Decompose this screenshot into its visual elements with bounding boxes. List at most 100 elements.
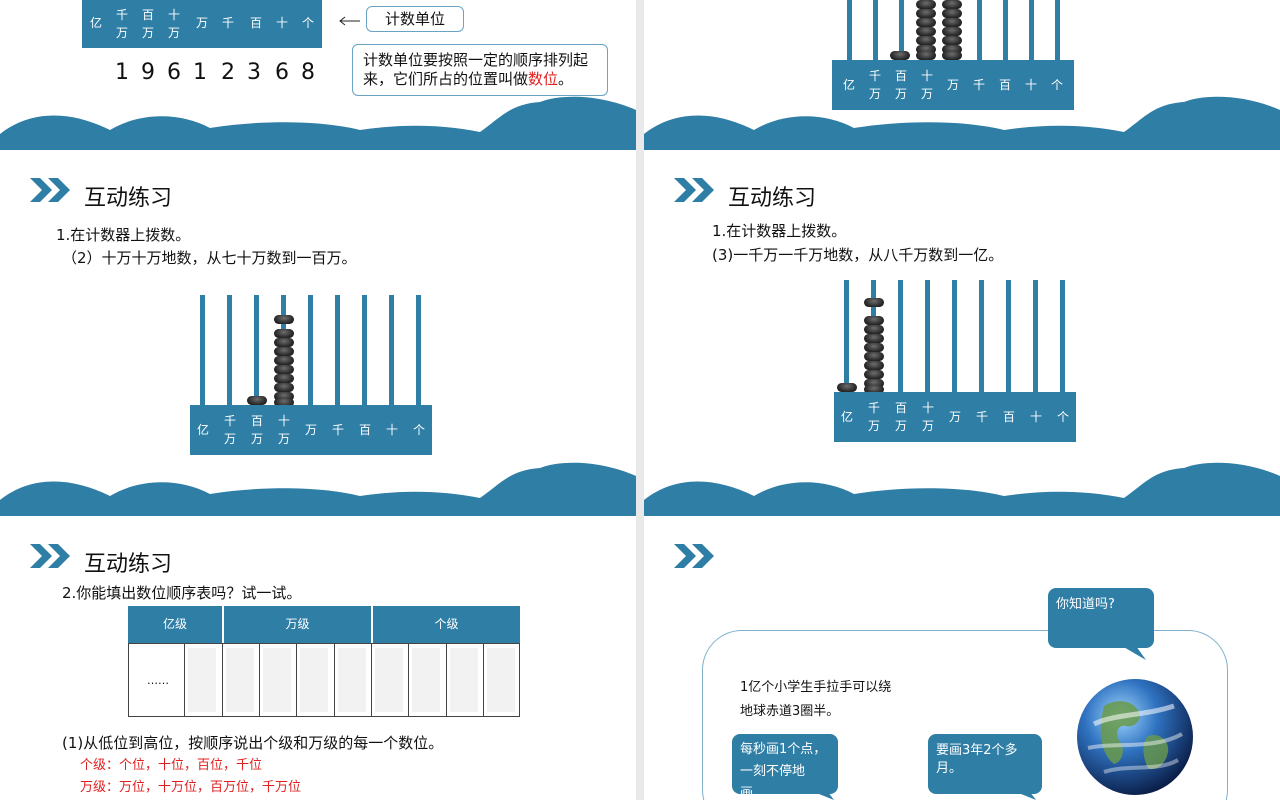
highlight-text: 数位	[528, 70, 559, 88]
abacus-bead	[916, 36, 936, 45]
abacus-bead	[837, 383, 857, 392]
abacus-base	[832, 60, 1074, 110]
place-label: 亿	[840, 410, 853, 424]
divider	[296, 644, 297, 716]
abacus-rod	[979, 280, 984, 394]
divider	[222, 644, 223, 716]
answer-line: 万级：万位，十万位，百万位，千万位	[80, 780, 302, 795]
slide-6[interactable]: 你知道吗? 1亿个小学生手拉手可以绕 地球赤道3圈半。 每秒画1个点， 一刻不停…	[644, 516, 1280, 800]
divider	[483, 644, 484, 716]
abacus-bead	[890, 51, 910, 60]
abacus-rod	[389, 295, 394, 407]
divider	[371, 644, 372, 716]
left-bubble: 每秒画1个点， 一刻不停地画。	[732, 734, 838, 800]
abacus-rod	[1060, 280, 1065, 394]
place-label: 千	[972, 78, 985, 92]
arrow-icon	[338, 12, 360, 26]
digit: 2	[221, 60, 235, 85]
abacus-bead	[274, 338, 294, 347]
table-cell[interactable]	[300, 648, 328, 712]
exercise-line: （2）十万十万地数，从七十万数到一百万。	[62, 249, 357, 267]
table-cell[interactable]	[412, 648, 440, 712]
slide-3[interactable]: 互动练习 1.在计数器上拨数。 （2）十万十万地数，从七十万数到一百万。 亿 千…	[0, 150, 636, 516]
slide-4[interactable]: 互动练习 1.在计数器上拨数。 (3)一千万一千万地数，从八千万数到一亿。 亿 …	[644, 150, 1280, 516]
abacus-bead	[274, 374, 294, 383]
place-label: 百	[358, 423, 371, 437]
place-label: 亿	[842, 78, 855, 92]
abacus-bead	[274, 383, 294, 392]
abacus-rod	[847, 0, 852, 62]
divider	[334, 644, 335, 716]
place-label: 十 万	[167, 8, 180, 40]
slide-1[interactable]: 亿 千 万 百 万 十 万 万 千 百 十 个 1 9 6 1 2 3 6 8 …	[0, 0, 636, 150]
place-label: 千 万	[867, 401, 880, 433]
place-value-table: 亿级 万级 个级 ……	[128, 606, 520, 717]
question-line: (1)从低位到高位，按顺序说出个级和万级的每一个数位。	[62, 734, 444, 752]
table-cell[interactable]	[450, 648, 478, 712]
place-label: 万	[304, 423, 317, 437]
place-label: 十 万	[921, 401, 934, 433]
place-label: 千 万	[223, 414, 236, 446]
abacus-rod	[1003, 0, 1008, 62]
abacus-rod	[977, 0, 982, 62]
slide-2[interactable]: 亿 千 万 百 万 十 万 万 千 百 十 个	[644, 0, 1280, 150]
abacus-bead	[916, 45, 936, 54]
divider	[408, 644, 409, 716]
slide-title: 互动练习	[84, 552, 173, 577]
abacus-rod	[844, 280, 849, 394]
place-label: 个	[1056, 410, 1069, 424]
abacus-rod	[362, 295, 367, 407]
digit: 3	[247, 60, 261, 85]
answer-line: 个级：个位，十位，百位，千位	[80, 758, 263, 773]
slide-5[interactable]: 互动练习 2.你能填出数位顺序表吗？试一试。 亿级 万级 个级 ……	[0, 516, 636, 800]
place-label: 亿	[89, 16, 102, 30]
cloud-decoration	[0, 462, 636, 516]
place-label: 百 万	[250, 414, 263, 446]
place-label: 万	[948, 410, 961, 424]
abacus-base	[82, 0, 322, 48]
abacus-bead	[274, 315, 294, 324]
abacus-rod	[227, 295, 232, 407]
table-cell[interactable]	[226, 648, 254, 712]
bubble-tail	[1122, 646, 1146, 660]
place-label: 十	[1024, 78, 1037, 92]
abacus-bead	[274, 392, 294, 401]
table-header-yi: 亿级	[128, 606, 222, 643]
place-label: 个	[1050, 78, 1063, 92]
divider	[184, 644, 185, 716]
table-body: ……	[128, 643, 520, 717]
table-cell[interactable]	[338, 648, 366, 712]
abacus-rod	[898, 280, 903, 394]
abacus-bead	[864, 316, 884, 325]
abacus-counter: 亿 千 万 百 万 十 万 万 千 百 十 个	[834, 280, 1076, 442]
did-you-know-bubble: 你知道吗?	[1048, 588, 1154, 648]
abacus-bead	[247, 396, 267, 405]
place-label: 十	[1029, 410, 1042, 424]
cloud-decoration	[644, 462, 1280, 516]
table-header-ge: 个级	[372, 606, 520, 643]
table-cell[interactable]	[188, 648, 216, 712]
digit: 8	[301, 60, 315, 85]
place-label: 百	[249, 16, 262, 30]
table-cell[interactable]	[375, 648, 403, 712]
table-cell[interactable]	[487, 648, 515, 712]
abacus-bead	[864, 361, 884, 370]
place-label: 百	[1002, 410, 1015, 424]
note-line: 计数单位要按照一定的顺序排列起	[363, 51, 589, 69]
fact-line: 地球赤道3圈半。	[740, 704, 840, 719]
ellipsis-text: ……	[147, 674, 169, 687]
exercise-line: 2.你能填出数位顺序表吗？试一试。	[62, 584, 302, 602]
abacus-base	[834, 392, 1076, 442]
abacus-bead	[274, 356, 294, 365]
number-digits: 1 9 6 1 2 3 6 8	[110, 60, 330, 88]
place-label: 千	[331, 423, 344, 437]
divider	[446, 644, 447, 716]
table-header-wan: 万级	[223, 606, 371, 643]
unit-callout: 计数单位	[366, 6, 464, 32]
abacus-rod	[899, 0, 904, 62]
place-label: 千 万	[868, 69, 881, 101]
abacus-rod	[1055, 0, 1060, 62]
double-chevron-icon	[674, 544, 714, 568]
table-cell[interactable]	[263, 648, 291, 712]
abacus-rod	[1029, 0, 1034, 62]
